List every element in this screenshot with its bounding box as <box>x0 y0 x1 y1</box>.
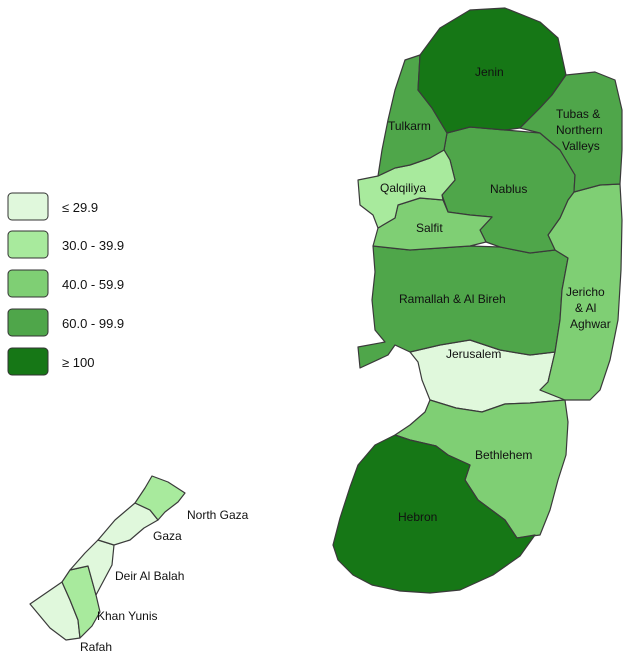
label-tulkarm: Tulkarm <box>388 119 431 133</box>
gaza-strip-labels: North Gaza Gaza Deir Al Balah Khan Yunis… <box>80 508 249 654</box>
west-bank-labels: Jenin Tubas & Northern Valleys Tulkarm N… <box>380 65 611 524</box>
region-salfit[interactable] <box>372 197 493 251</box>
label-ramallah: Ramallah & Al Bireh <box>399 292 506 306</box>
legend-swatch-5 <box>7 347 49 376</box>
legend-swatch-4 <box>7 308 49 337</box>
label-jericho-line-2: & Al <box>575 301 596 315</box>
label-khan-yunis: Khan Yunis <box>97 609 158 623</box>
legend-label-3: 40.0 - 59.9 <box>62 277 124 292</box>
legend-label-5: ≥ 100 <box>62 355 94 370</box>
region-hebron[interactable] <box>332 434 536 594</box>
label-qalqiliya: Qalqiliya <box>380 181 426 195</box>
label-rafah: Rafah <box>80 640 112 654</box>
label-tubas-line-3: Valleys <box>562 139 600 153</box>
label-hebron: Hebron <box>398 510 437 524</box>
legend-label-1: ≤ 29.9 <box>62 200 98 215</box>
region-deir-al-balah[interactable] <box>69 539 115 596</box>
label-deir-al-balah: Deir Al Balah <box>115 569 184 583</box>
legend-swatch-2 <box>7 230 49 259</box>
label-gaza: Gaza <box>153 529 182 543</box>
label-jericho-line-3: Aghwar <box>570 317 611 331</box>
region-tubas[interactable] <box>519 71 623 193</box>
label-salfit: Salfit <box>416 221 443 235</box>
region-north-gaza[interactable] <box>134 475 186 521</box>
label-north-gaza: North Gaza <box>187 508 249 522</box>
label-tubas-line-1: Tubas & <box>556 107 600 121</box>
label-tubas-line-2: Northern <box>556 123 603 137</box>
legend-label-2: 30.0 - 39.9 <box>62 238 124 253</box>
legend: ≤ 29.9 30.0 - 39.9 40.0 - 59.9 60.0 - 99… <box>7 192 124 376</box>
label-jericho-line-1: Jericho <box>566 285 605 299</box>
legend-swatch-3 <box>7 269 49 298</box>
label-jerusalem: Jerusalem <box>446 347 501 361</box>
west-bank-map <box>332 7 623 594</box>
legend-swatch-1 <box>7 192 49 221</box>
label-nablus: Nablus <box>490 182 527 196</box>
label-jenin: Jenin <box>475 65 504 79</box>
label-bethlehem: Bethlehem <box>475 448 532 462</box>
legend-label-4: 60.0 - 99.9 <box>62 316 124 331</box>
gaza-strip-map <box>29 475 186 641</box>
